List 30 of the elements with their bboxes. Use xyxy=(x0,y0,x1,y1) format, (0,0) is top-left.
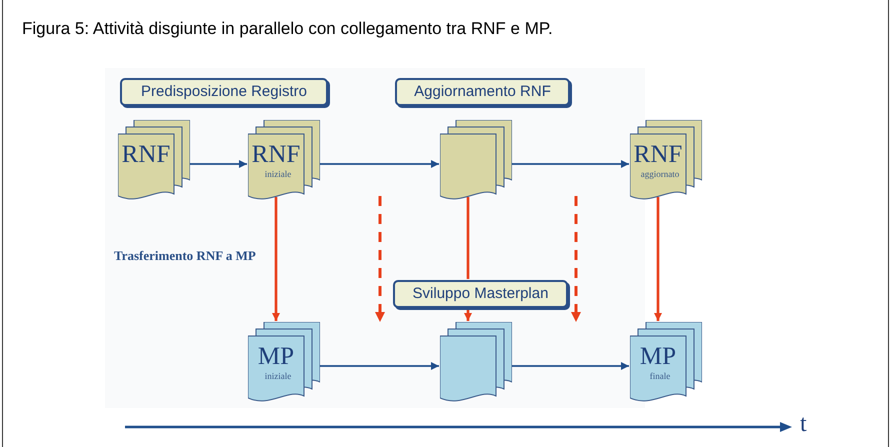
arrow xyxy=(272,197,280,321)
document-stack xyxy=(630,322,702,402)
document-stack xyxy=(248,322,320,402)
document-stack xyxy=(440,120,512,200)
document-stack xyxy=(630,120,702,200)
arrow xyxy=(512,362,629,370)
arrow xyxy=(654,197,662,321)
phase-box: Sviluppo Masterplan xyxy=(393,280,568,308)
document-label: RNF xyxy=(250,142,302,167)
phase-box: Predisposizione Registro xyxy=(120,78,328,106)
arrow xyxy=(320,362,439,370)
axis-label: t xyxy=(800,412,807,436)
arrow xyxy=(512,160,629,168)
transfer-label: Trasferimento RNF a MP xyxy=(114,247,256,265)
document-label: MP xyxy=(638,344,678,369)
document-label: RNF xyxy=(632,142,684,167)
document-stack xyxy=(440,322,512,402)
arrow xyxy=(320,160,439,168)
document-sublabel: aggiornato xyxy=(640,170,680,179)
figure-title: Figura 5: Attività disgiunte in parallelo con collegamento tra RNF e MP. xyxy=(22,18,553,40)
phase-box: Aggiornamento RNF xyxy=(395,78,570,106)
document-stack xyxy=(248,120,320,200)
arrow xyxy=(190,160,247,168)
document-stack xyxy=(118,120,190,200)
document-label: MP xyxy=(256,344,296,369)
document-sublabel: finale xyxy=(648,372,672,381)
document-sublabel: iniziale xyxy=(264,170,292,179)
document-sublabel: iniziale xyxy=(264,372,292,381)
document-label: RNF xyxy=(120,142,172,167)
arrow xyxy=(464,308,472,321)
